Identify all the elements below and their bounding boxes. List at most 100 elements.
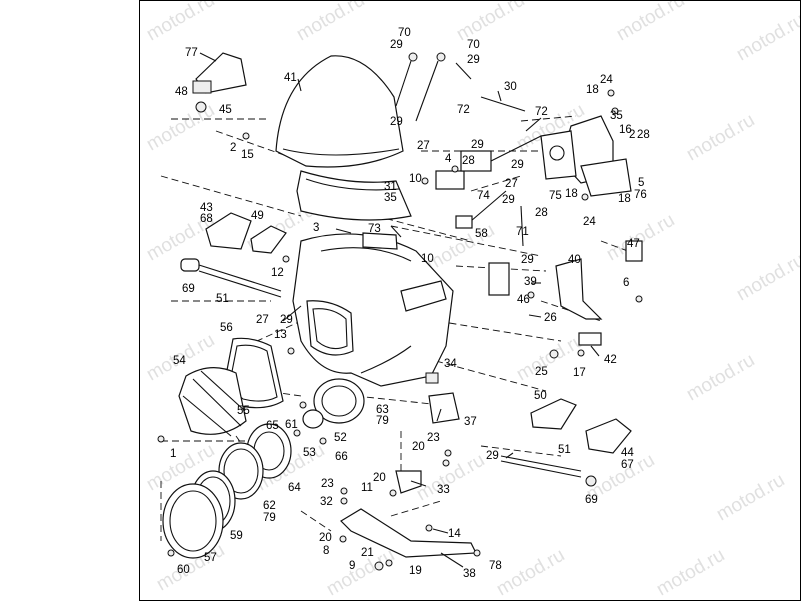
outer-ring [162,483,224,559]
callout-label: 4 [445,153,452,165]
nut [195,101,207,113]
left-insert [250,225,287,254]
callout-label: 28 [637,129,650,141]
callout-label: 13 [274,329,287,341]
callout-label: 23 [321,478,334,490]
callout-label: 77 [185,47,198,59]
callout-label: 9 [349,560,355,572]
callout-label: 38 [463,568,476,580]
callout-label: 70 [467,39,480,51]
callout-label: 18 [586,84,599,96]
lower-bracket [340,508,477,558]
callout-label: 31 [384,181,397,193]
callout-label: 64 [288,482,301,494]
callout-label: 54 [173,355,186,367]
callout-label: 15 [241,149,254,161]
callout-label: 20 [319,532,332,544]
callout-label: 29 [471,139,484,151]
callout-label: 26 [544,312,557,324]
callout-label: 42 [604,354,617,366]
watermark-text: motod.ru [653,545,728,601]
bracket-42 [578,332,602,346]
callout-label: 23 [427,432,440,444]
callout-label: 37 [464,416,477,428]
callout-label: 35 [610,110,623,122]
callout-label: 58 [475,228,488,240]
watermark-text: motod.ru [453,1,528,45]
callout-label: 19 [409,565,422,577]
callout-label: 79 [376,415,389,427]
grommet [425,372,439,384]
callout-label: 29 [502,194,515,206]
callout-label: 29 [390,116,403,128]
callout-label: 10 [409,173,422,185]
callout-label: 33 [437,484,450,496]
callout-label: 65 [266,420,279,432]
callout-label: 60 [177,564,190,576]
exploded-fairing-diagram: motod.ru motod.ru motod.ru motod.ru moto… [143,1,801,601]
callout-label: 52 [334,432,347,444]
callout-label: 43 [200,202,213,214]
watermark-text: motod.ru [613,1,688,45]
callout-label: 12 [271,267,284,279]
callout-label: 44 [621,447,634,459]
bracket-47 [625,240,643,262]
headlight-opening [306,300,354,356]
callout-label: 59 [230,530,243,542]
callout-label: 2 [629,129,635,141]
callout-label: 30 [504,81,517,93]
callout-label: 57 [204,552,217,564]
flasher-bracket [555,258,603,320]
callout-label: 28 [462,155,475,167]
clip [192,80,212,94]
callout-label: 63 [376,404,389,416]
callout-label: 50 [534,390,547,402]
callout-label: 29 [521,254,534,266]
callout-label: 27 [417,140,430,152]
terminal-box [488,262,510,296]
watermark-text: motod.ru [733,250,801,306]
callout-label: 55 [237,405,250,417]
leader-lines [199,52,600,568]
callout-label: 24 [600,74,613,86]
callout-label: 75 [549,190,562,202]
callout-label: 29 [511,159,524,171]
callout-label: 46 [517,294,530,306]
callout-label: 1 [170,448,176,460]
right-insert [530,398,577,430]
callout-label: 8 [323,545,329,557]
callout-label: 70 [398,27,411,39]
callout-label: 79 [263,512,276,524]
callout-label: 41 [284,72,297,84]
callout-label: 16 [619,124,632,136]
callout-label: 76 [634,189,647,201]
callout-label: 20 [373,472,386,484]
callout-label: 74 [477,190,490,202]
callout-label: 2 [230,142,236,154]
callout-label: 29 [280,314,293,326]
inner-panel [362,232,398,250]
headlight-bucket [313,378,365,424]
callout-label: 56 [220,322,233,334]
headlight-lens [178,367,247,435]
callout-label: 53 [303,447,316,459]
callout-label: 61 [285,419,298,431]
callout-label: 28 [535,207,548,219]
wire-plug [455,215,473,229]
callout-label: 73 [368,223,381,235]
callout-label: 17 [573,367,586,379]
callout-label: 72 [457,104,470,116]
callout-label: 32 [320,496,333,508]
callout-label: 18 [565,188,578,200]
callout-label: 29 [486,450,499,462]
callout-labels: 77 48 45 41 2 15 43 68 49 3 73 31 35 70 … [170,27,650,580]
callout-label: 72 [535,106,548,118]
callout-label: 34 [444,358,457,370]
callout-label: 45 [219,104,232,116]
callout-label: 3 [313,222,319,234]
watermark-text: motod.ru [733,10,801,66]
callout-label: 27 [505,178,518,190]
fairing-vent [400,280,447,312]
bracket-plate [395,470,422,494]
windshield-trim [296,170,412,221]
